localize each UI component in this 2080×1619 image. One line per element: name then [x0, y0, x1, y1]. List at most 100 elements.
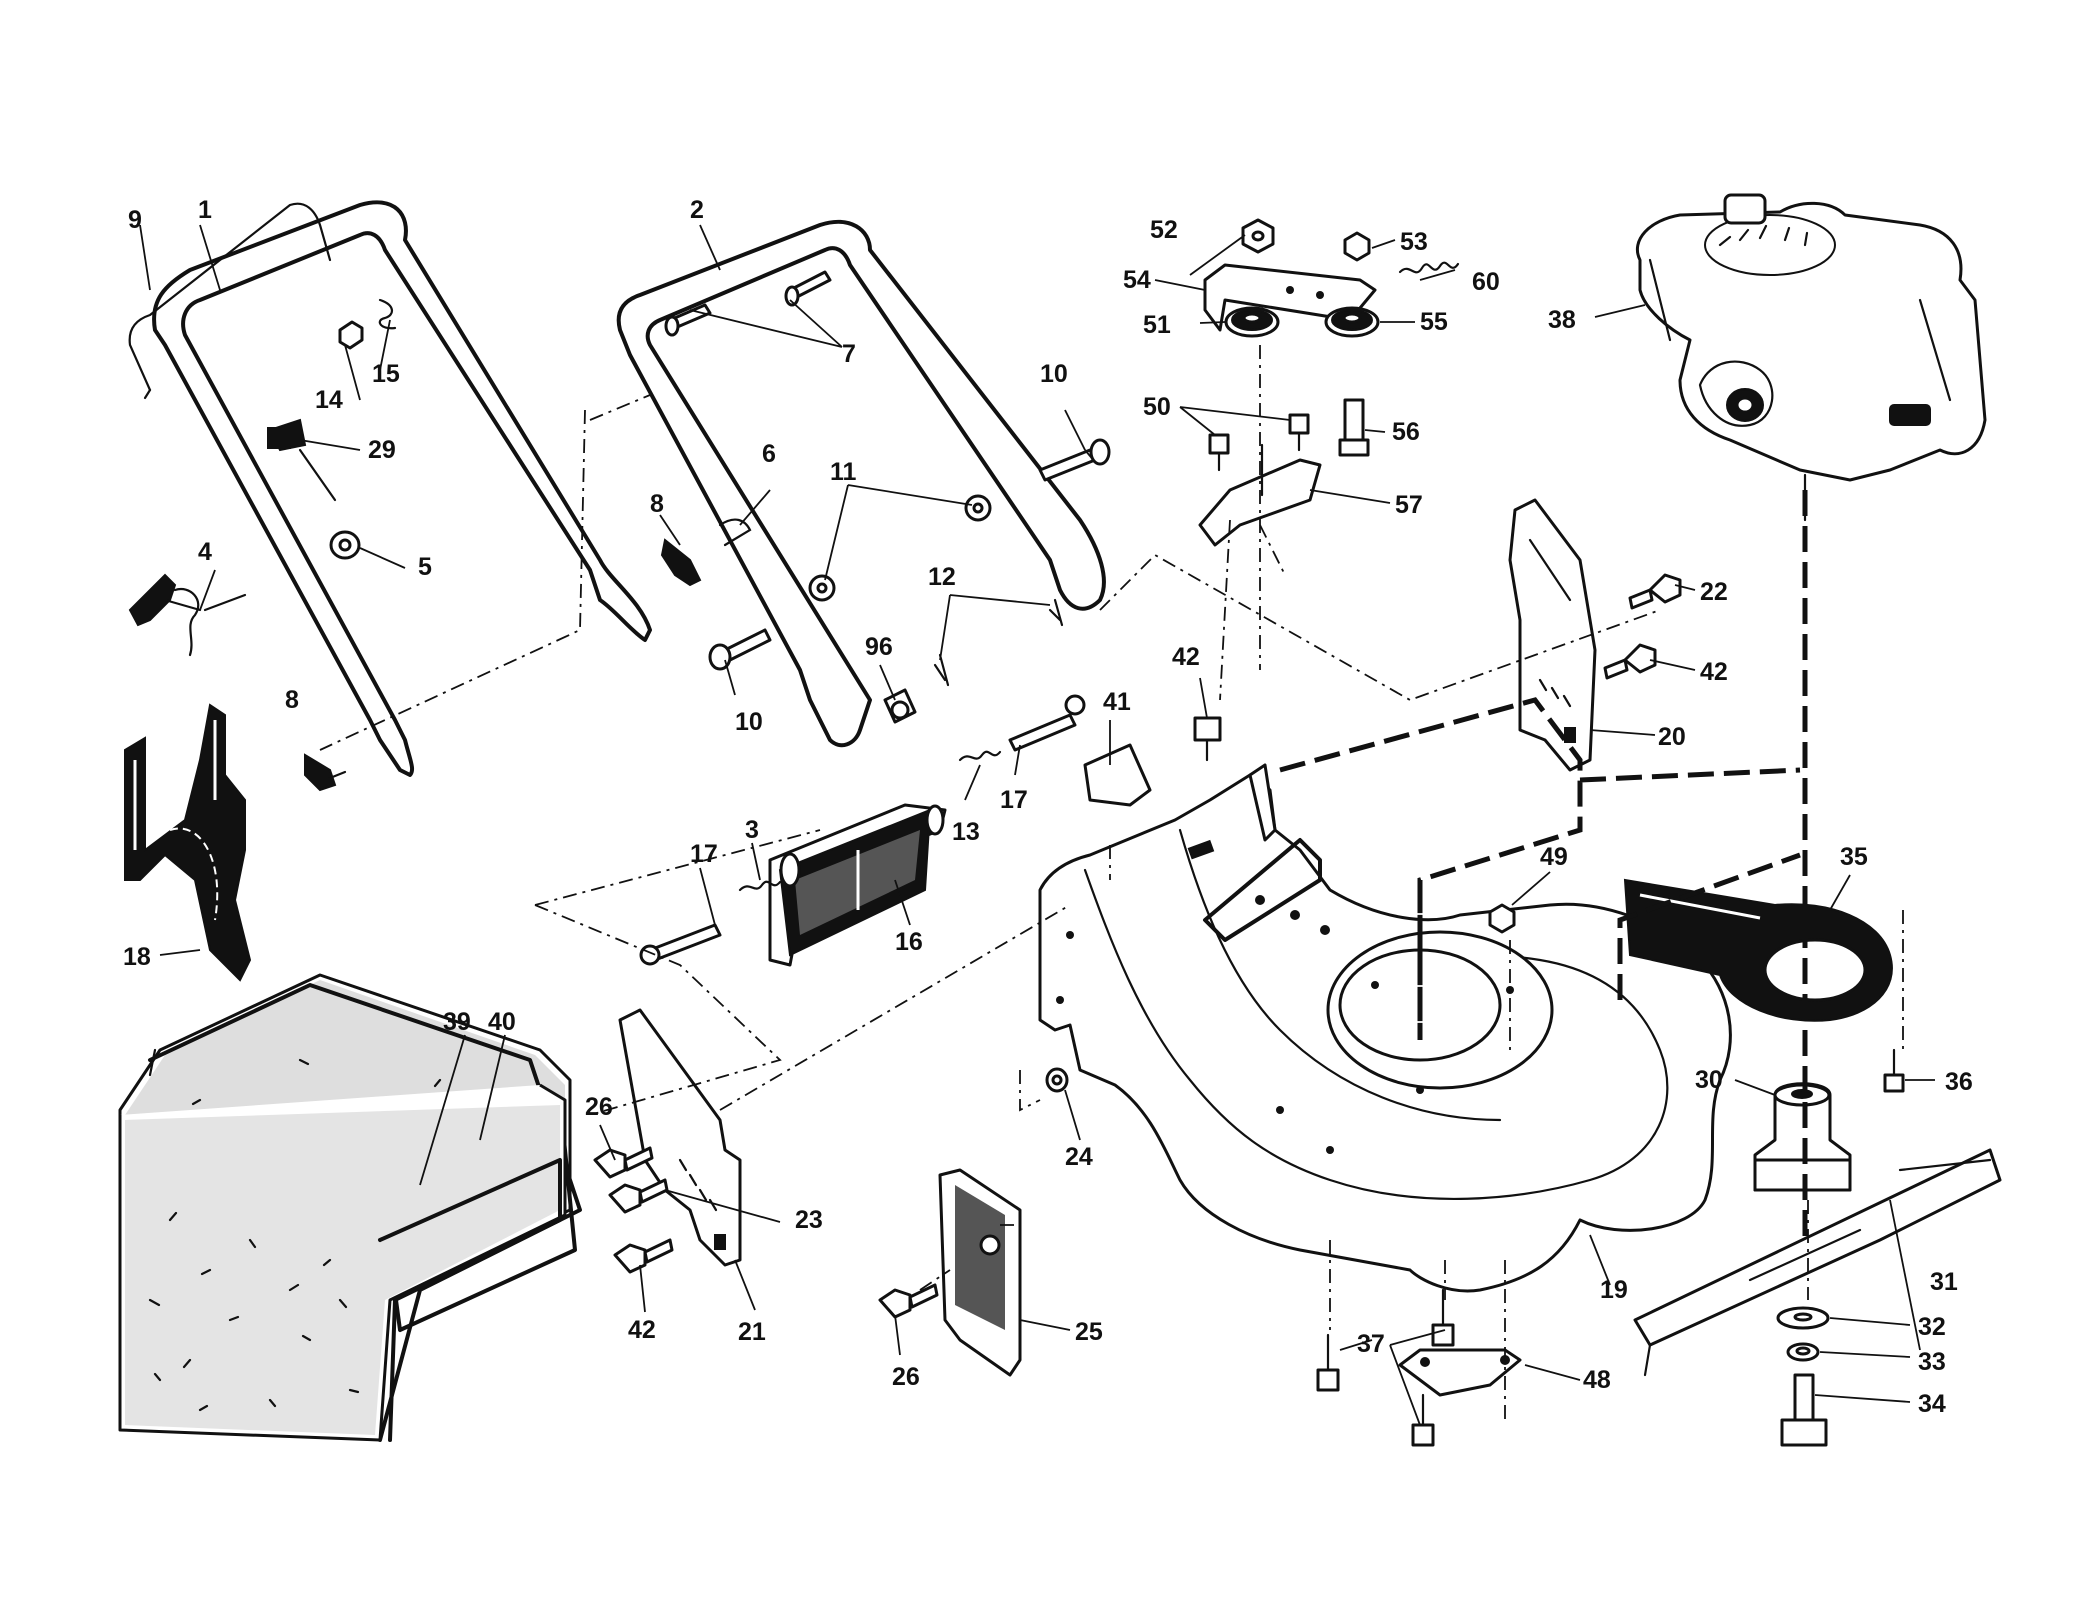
label-48: 48 [1583, 1366, 1611, 1394]
cable-guide-6 [718, 518, 752, 547]
clip-12b [933, 653, 950, 687]
rod-17-lower [639, 923, 722, 966]
label-4: 4 [198, 538, 212, 566]
leader-lines [139, 224, 1935, 1426]
bolt-26-lower [878, 1283, 939, 1319]
label-51: 51 [1143, 311, 1171, 339]
label-96: 96 [865, 633, 893, 661]
spring-3 [738, 880, 782, 892]
discharge-plug-25 [938, 1168, 1022, 1377]
rod-17-upper [1008, 694, 1086, 752]
label-29: 29 [368, 436, 396, 464]
bolt-14 [338, 320, 364, 350]
bolt-50a [1208, 433, 1230, 472]
blade-adapter-35 [1623, 878, 1893, 1022]
spacer-5 [329, 530, 361, 560]
label-8-upper: 8 [650, 490, 664, 518]
label-15: 15 [372, 360, 400, 388]
knob-8-upper [660, 538, 702, 587]
label-26-lower: 26 [892, 1363, 920, 1391]
adjuster-29 [267, 427, 291, 449]
label-56: 56 [1392, 418, 1420, 446]
washer-24 [1045, 1067, 1069, 1093]
spring-15 [378, 298, 397, 330]
bolt-10-upper [1038, 438, 1111, 482]
label-42-right: 42 [1700, 658, 1728, 686]
label-24: 24 [1065, 1143, 1093, 1171]
label-25: 25 [1075, 1318, 1103, 1346]
clip-12a [1048, 598, 1064, 627]
bolt-37c [1411, 1393, 1435, 1447]
label-36: 36 [1945, 1068, 1973, 1096]
label-53: 53 [1400, 228, 1428, 256]
label-12: 12 [928, 563, 956, 591]
lower-handle [152, 200, 652, 777]
mower-deck-19 [1038, 763, 1732, 1293]
label-22: 22 [1700, 578, 1728, 606]
label-8-lower: 8 [285, 686, 299, 714]
bolt-7a [784, 270, 832, 307]
label-54: 54 [1123, 266, 1151, 294]
centerlines [319, 345, 1904, 1425]
bolt-56 [1338, 398, 1370, 457]
label-2: 2 [690, 196, 704, 224]
knob-4 [128, 573, 247, 657]
callout-labels: 1 2 3 4 5 6 7 8 8 9 10 10 11 12 13 14 15… [123, 196, 1973, 1418]
spacer-11a [964, 494, 992, 522]
label-10-lower: 10 [735, 708, 763, 736]
label-7: 7 [842, 340, 856, 368]
bolt-36 [1883, 1048, 1905, 1093]
bolt-34 [1780, 1373, 1828, 1447]
bag-body [118, 1083, 567, 1442]
pulley-51 [1224, 306, 1280, 338]
label-5: 5 [418, 553, 432, 581]
washer-33 [1786, 1342, 1820, 1362]
label-17-right: 17 [1000, 786, 1028, 814]
label-37: 37 [1357, 1330, 1385, 1358]
label-1: 1 [198, 196, 212, 224]
label-34: 34 [1918, 1390, 1946, 1418]
bolt-42-deck [1193, 716, 1222, 762]
bolt-37a [1316, 1333, 1340, 1392]
bolt-22 [1628, 573, 1682, 610]
control-bail [128, 202, 332, 400]
upper-handle [616, 219, 1106, 748]
label-18: 18 [123, 943, 151, 971]
blade-31 [1633, 1148, 2002, 1377]
label-20: 20 [1658, 723, 1686, 751]
label-21: 21 [738, 1318, 766, 1346]
label-6: 6 [762, 440, 776, 468]
nut-53 [1343, 231, 1371, 262]
nut-52 [1241, 218, 1275, 254]
label-13: 13 [952, 818, 980, 846]
label-41: 41 [1103, 688, 1131, 716]
bolt-42-right [1603, 643, 1657, 680]
label-32: 32 [1918, 1313, 1946, 1341]
engine-mount-outline [1279, 490, 1808, 1240]
axle-bracket-21 [618, 1008, 742, 1267]
engine-38 [1635, 193, 1987, 522]
label-50: 50 [1143, 393, 1171, 421]
label-49: 49 [1540, 843, 1568, 871]
label-19: 19 [1600, 1276, 1628, 1304]
washer-32 [1776, 1306, 1830, 1330]
label-40: 40 [488, 1008, 516, 1036]
spring-60 [1398, 261, 1460, 274]
bolt-37b [1431, 1288, 1455, 1347]
label-60: 60 [1472, 268, 1500, 296]
chute-41 [1083, 743, 1152, 807]
label-52: 52 [1150, 216, 1178, 244]
cable-tie-96 [883, 688, 917, 724]
label-17-left: 17 [690, 840, 718, 868]
label-38: 38 [1548, 306, 1576, 334]
label-14: 14 [315, 386, 343, 414]
pulley-55 [1324, 306, 1380, 338]
label-42-left: 42 [628, 1316, 656, 1344]
axle-bracket-20 [1508, 498, 1597, 772]
bolt-26-left [593, 1146, 654, 1179]
rear-deflector-16 [768, 803, 947, 967]
label-23: 23 [795, 1206, 823, 1234]
bolt-42-left [613, 1238, 674, 1274]
nut-49 [1488, 903, 1516, 934]
